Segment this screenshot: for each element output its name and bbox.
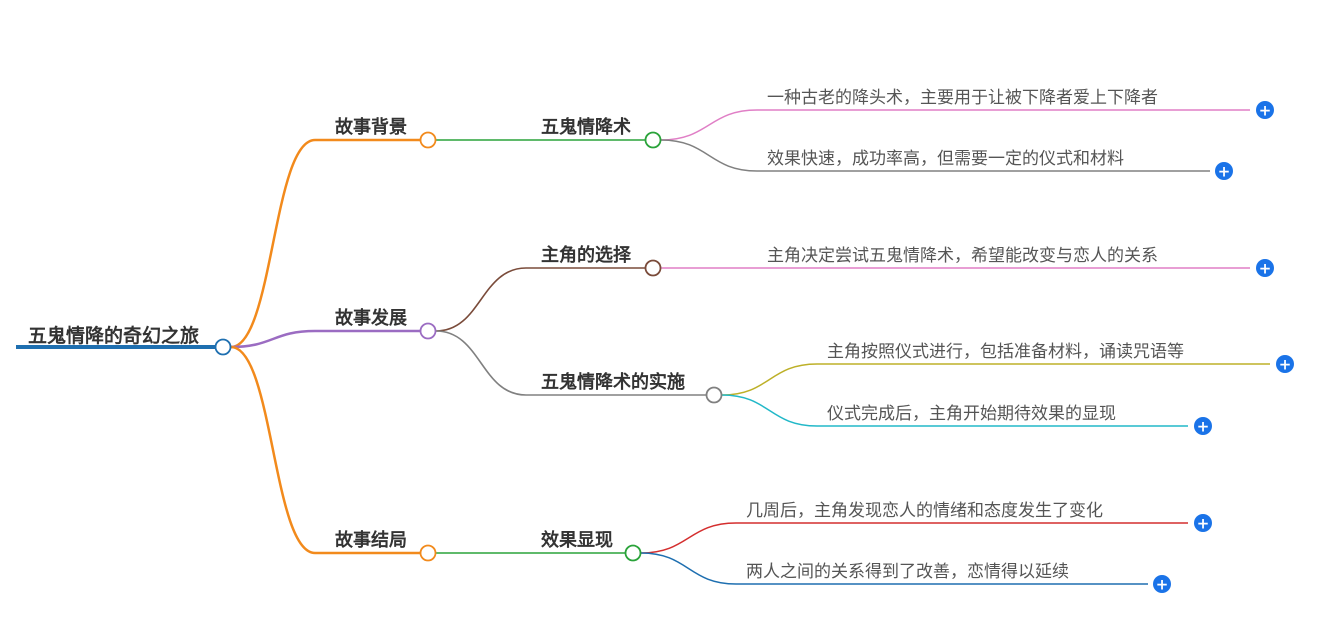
plus-icon[interactable]: [1153, 575, 1171, 593]
expand-button[interactable]: +: [1194, 514, 1212, 533]
child-leaf-connector: [721, 394, 818, 427]
root-topic: 五鬼情降的奇幻之旅: [28, 324, 199, 347]
plus-icon[interactable]: [1194, 417, 1212, 435]
leaf-topic-1-0-0: 主角决定尝试五鬼情降术，希望能改变与恋人的关系: [767, 245, 1158, 266]
child-leaf-connector: [660, 139, 758, 172]
leaf-topic-1-1-0: 主角按照仪式进行，包括准备材料，诵读咒语等: [827, 342, 1184, 362]
plus-symbol: +: [1197, 418, 1210, 436]
plus-icon[interactable]: [1256, 101, 1274, 119]
branch-collapse-knob[interactable]: [419, 322, 437, 340]
expand-button[interactable]: +: [1194, 417, 1212, 436]
branch-topic-2: 故事结局: [335, 529, 407, 551]
root-collapse-knob[interactable]: [214, 338, 232, 356]
expand-button[interactable]: +: [1276, 355, 1294, 374]
expand-button[interactable]: +: [1153, 575, 1171, 594]
subtopic-1-0: 主角的选择: [541, 244, 632, 266]
child-leaf-connector: [721, 363, 818, 396]
subtopic-0-0: 五鬼情降术: [541, 116, 631, 138]
plus-symbol: +: [1259, 260, 1272, 278]
child-leaf-connector: [660, 109, 758, 141]
plus-symbol: +: [1259, 102, 1272, 120]
leaf-topic-1-1-1: 仪式完成后，主角开始期待效果的显现: [827, 404, 1116, 424]
subtopic-1-1: 五鬼情降术的实施: [541, 371, 685, 393]
child-leaf-connector: [640, 522, 737, 554]
branch-collapse-knob[interactable]: [419, 131, 437, 149]
leaf-topic-0-0-1: 效果快速，成功率高，但需要一定的仪式和材料: [767, 149, 1124, 169]
subtopic-collapse-knob[interactable]: [644, 259, 662, 277]
expand-button[interactable]: +: [1256, 101, 1274, 120]
branch-collapse-knob[interactable]: [419, 544, 437, 562]
leaf-topic-2-0-0: 几周后，主角发现恋人的情绪和态度发生了变化: [746, 500, 1103, 521]
child-leaf-connector: [640, 552, 737, 585]
plus-icon[interactable]: [1194, 514, 1212, 532]
leaf-topic-2-0-1: 两人之间的关系得到了改善，恋情得以延续: [746, 561, 1069, 582]
plus-symbol: +: [1279, 356, 1292, 374]
expand-button[interactable]: +: [1215, 162, 1233, 181]
plus-symbol: +: [1197, 515, 1210, 533]
plus-symbol: +: [1156, 576, 1169, 594]
expand-button[interactable]: +: [1256, 259, 1274, 278]
subtopic-collapse-knob[interactable]: [705, 386, 723, 404]
branch-child-connector: [435, 267, 527, 332]
subtopic-collapse-knob[interactable]: [644, 131, 662, 149]
subtopic-2-0: 效果显现: [541, 529, 613, 551]
branch-topic-0: 故事背景: [335, 116, 407, 138]
plus-symbol: +: [1218, 163, 1231, 181]
plus-icon[interactable]: [1276, 355, 1294, 373]
branch-child-connector: [435, 330, 527, 396]
branch-topic-1: 故事发展: [335, 307, 408, 329]
root-branch-connector: [230, 138, 316, 349]
leaf-topic-0-0-0: 一种古老的降头术，主要用于让被下降者爱上下降者: [767, 88, 1158, 108]
root-branch-connector: [230, 345, 316, 555]
plus-icon[interactable]: [1256, 259, 1274, 277]
root-branch-connector: [230, 329, 316, 349]
plus-icon[interactable]: [1215, 162, 1233, 180]
subtopic-collapse-knob[interactable]: [624, 544, 642, 562]
